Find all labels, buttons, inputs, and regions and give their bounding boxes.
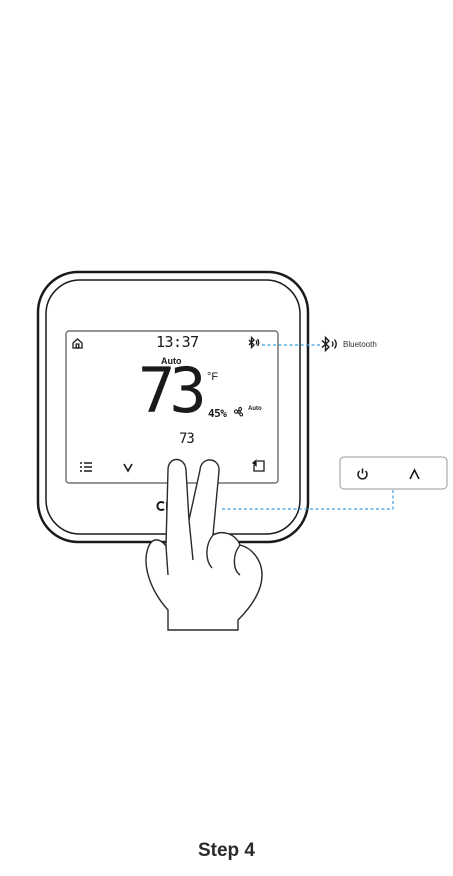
fan-icon bbox=[233, 406, 244, 417]
clock-display: 13:37 bbox=[156, 333, 199, 351]
hand-icon bbox=[145, 458, 263, 631]
menu-icon[interactable] bbox=[80, 462, 92, 472]
bluetooth-callout-icon bbox=[321, 335, 337, 353]
button-guide-line bbox=[222, 490, 394, 510]
home-icon[interactable] bbox=[72, 338, 83, 349]
temperature-unit: °F bbox=[207, 371, 219, 383]
button-callout-box bbox=[339, 456, 448, 490]
chevron-up-icon[interactable] bbox=[409, 468, 420, 480]
setpoint-readout: 73 bbox=[179, 431, 195, 447]
fan-mode-label: Auto bbox=[248, 406, 262, 412]
humidity-readout: 45% bbox=[208, 407, 227, 420]
step-title: Step 4 bbox=[197, 840, 256, 861]
bluetooth-icon bbox=[248, 335, 260, 350]
power-icon[interactable] bbox=[357, 468, 368, 480]
mode-label: Auto bbox=[161, 356, 182, 366]
chevron-down-icon[interactable] bbox=[123, 463, 133, 473]
exit-icon[interactable] bbox=[251, 459, 265, 472]
temperature-readout: 73 bbox=[138, 354, 207, 427]
bluetooth-label: Bluetooth bbox=[343, 340, 377, 349]
